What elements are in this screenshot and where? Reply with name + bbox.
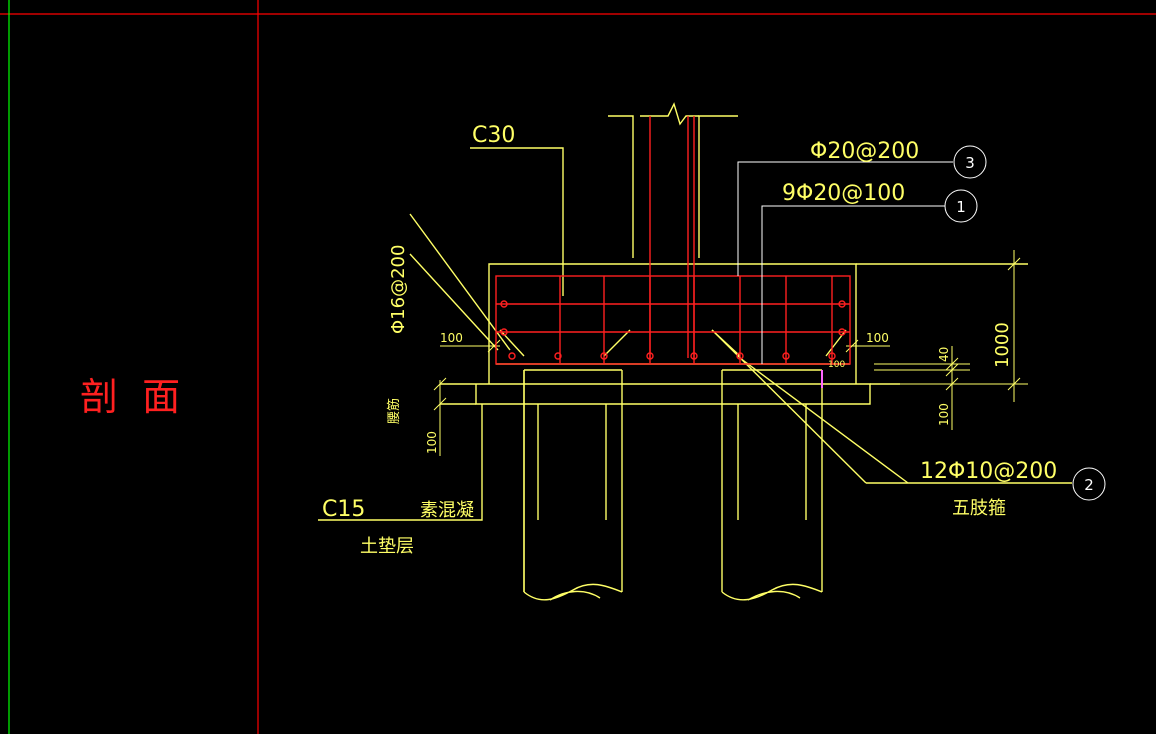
callout-leaders [737,161,953,364]
pile-cap-outline [488,263,857,384]
stirrup-leader2 [739,357,909,484]
rebar-dot-6 [554,352,562,360]
callout-2-circle [1072,467,1106,501]
rebar-dot-3 [838,300,846,308]
stirrup-type-label: 五肢箍 [952,498,1006,519]
top-stirrup-label: Φ20@200 [810,139,919,164]
dim-40-tick-c [945,377,959,391]
foundation-outline [318,102,1072,601]
bedding-material-label: 素混凝 [420,500,474,521]
bedding-layer-outline [475,383,871,405]
callout-1-number: 1 [956,198,966,216]
dimensions [433,250,1028,456]
rebar-dot-1 [500,300,508,308]
rebar-dot-11 [782,352,790,360]
cover-right-label: 100 [866,331,889,345]
dim-cover-left-tick [487,339,501,353]
bedding-layer-label: 土垫层 [360,536,414,557]
rebar-cage [495,116,851,365]
callout-2-number: 2 [1084,476,1094,494]
callout-3-circle [953,145,987,179]
small-dim-label: 100 [828,360,845,370]
pile-right [721,369,823,601]
chamfer-right-b [825,329,847,357]
column-break-line [640,102,699,126]
rebar-dot-2 [500,328,508,336]
concrete-grade-label: C30 [472,123,515,148]
chamfer-right-a [711,329,741,357]
callout-3[interactable]: 3 [953,145,987,179]
chamfer-left-a [499,329,525,357]
side-rebar-leader-b [409,253,499,351]
dim-40-label: 40 [937,347,951,362]
column-outline-right [698,115,738,258]
main-rebar-label: 9Φ20@100 [782,181,905,206]
cover-left-label: 100 [440,331,463,345]
rebar-dot-9 [690,352,698,360]
rebar-dot-5 [508,352,516,360]
c30-leader [470,147,564,296]
side-vertical-label: 腰筋 [386,398,402,424]
callout-2[interactable]: 2 [1072,467,1106,501]
callout-3-number: 3 [965,154,975,172]
rebar-dot-7 [600,352,608,360]
dim-40-tick-b [945,363,959,377]
rebar-dot-10 [736,352,744,360]
callout-1-leader [761,205,945,364]
callout-3-leader [737,161,953,276]
rebar-dot-8 [646,352,654,360]
column-outline [608,115,634,258]
rebar-cage-outline [495,275,851,365]
chamfer-left-b [603,329,631,357]
stirrup-leader [711,329,867,484]
rebar-dot-4 [838,328,846,336]
side-rebar-label: Φ16@200 [388,245,409,334]
callout-1[interactable]: 1 [944,189,978,223]
dim-100-left-label: 100 [425,431,439,454]
rebar-dot-12 [828,352,836,360]
dim-left-tick-a [433,377,447,391]
dim-1000-tick-top [1007,257,1021,271]
bottom-stirrup-label: 12Φ10@200 [920,459,1057,484]
callout-1-circle [944,189,978,223]
dim-left-tick-b [433,397,447,411]
dim-40-tick-a [945,357,959,371]
dim-1000-label: 1000 [992,322,1013,368]
bedding-grade-label: C15 [322,497,365,522]
side-rebar-leader-a [409,213,511,351]
c15-leader [318,404,483,521]
dim-100-right-label: 100 [937,403,951,426]
section-title: 剖 面 [80,375,186,419]
dim-cover-right-tick [845,339,859,353]
pile-left [523,369,623,601]
